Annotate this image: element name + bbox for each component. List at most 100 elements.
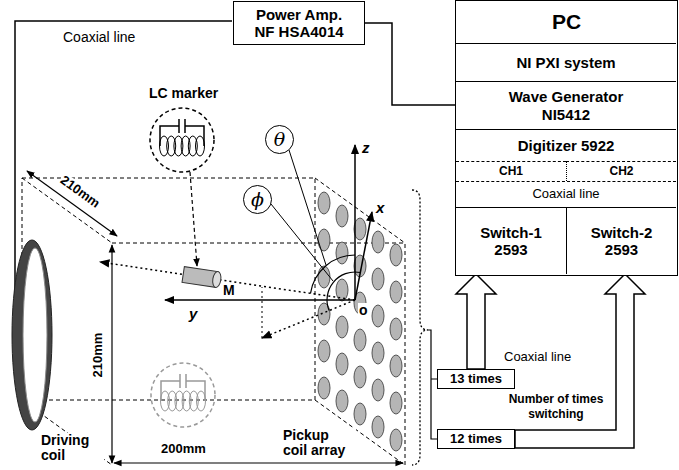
dimension-label: 200mm [160, 442, 207, 456]
pickup-coil [372, 305, 384, 327]
box-text: NI PXI system [516, 54, 615, 71]
measurement-volume [22, 178, 405, 465]
pickup-coil [390, 281, 402, 303]
note-label: Number of times switching [500, 392, 612, 422]
coaxial-cable [15, 21, 232, 300]
box-text: 2593 [494, 241, 527, 258]
box-text: NF HSA4014 [254, 23, 343, 40]
box-edge [112, 243, 405, 465]
origin-label: o [358, 303, 369, 318]
box-edge [22, 178, 405, 465]
pickup-coil [318, 340, 330, 362]
leader-arrow [190, 172, 197, 266]
angle-symbol: ϕ [243, 185, 272, 214]
coaxial-connector [365, 23, 456, 105]
dimension-line [111, 245, 112, 463]
part-label: Pickup coil array [282, 428, 356, 458]
switch-cell: Switch-22593 [566, 207, 676, 274]
box-text: 13 times [450, 372, 502, 387]
box-text: ϕ [251, 189, 264, 211]
pickup-coil-array [318, 192, 402, 451]
pickup-coil [336, 353, 348, 375]
moment-vector [100, 262, 355, 300]
computer-box: PC NI PXI systemWave GeneratorNI5412Digit… [455, 0, 678, 276]
module-band: Wave GeneratorNI5412 [456, 81, 676, 129]
marker-cylinder [182, 267, 222, 288]
box-text: Switch-2 [591, 224, 653, 241]
z-axis [354, 145, 356, 300]
dimension-label: 210mm [57, 173, 103, 212]
driving-coil [12, 240, 52, 430]
pickup-coil [372, 231, 384, 253]
pickup-coil [336, 316, 348, 338]
pickup-coil [336, 279, 348, 301]
vector-label: M [222, 283, 236, 298]
cable-label: Coaxial line [503, 350, 572, 364]
leader-line [271, 204, 333, 281]
dimension-line [114, 462, 403, 463]
box-text: Coaxial line [532, 187, 599, 202]
amplifier-box: Power Amp.NF HSA4014 [233, 1, 365, 45]
projection-line [262, 287, 263, 338]
box-text: θ [274, 129, 285, 151]
x-axis [355, 212, 372, 300]
dimension-line [27, 171, 117, 236]
pickup-coil [318, 192, 330, 214]
phi-arc [327, 272, 360, 311]
channel-cell: CH1 [456, 161, 566, 181]
pickup-coil [390, 429, 402, 451]
module-band: NI PXI system [456, 43, 676, 81]
leader-line [289, 150, 326, 265]
pickup-coil [390, 392, 402, 414]
pickup-coil [336, 205, 348, 227]
pickup-coil [318, 377, 330, 399]
pickup-coil [372, 416, 384, 438]
pickup-coil [336, 242, 348, 264]
pickup-coil [390, 244, 402, 266]
signal-wire [428, 330, 437, 439]
angle-symbol: θ [265, 125, 294, 154]
dimension-lines [27, 171, 403, 463]
pickup-coil [354, 403, 366, 425]
pickup-coil [354, 329, 366, 351]
pickup-coil [318, 229, 330, 251]
box-text: 12 times [450, 432, 502, 447]
pickup-coil [372, 379, 384, 401]
cylinder-end [212, 271, 222, 288]
cable-label: Coaxial line [62, 30, 136, 45]
count-box: 13 times [437, 369, 515, 389]
box-text: Power Amp. [256, 6, 342, 23]
pickup-coil [390, 355, 402, 377]
array-brace [412, 190, 428, 465]
box-text: Switch-1 [480, 224, 542, 241]
driving-coil-inner [23, 248, 47, 422]
pickup-coil [354, 366, 366, 388]
pickup-coil [372, 342, 384, 364]
lc-marker-ghost [151, 363, 215, 427]
axis-label: y [188, 306, 198, 323]
pickup-coil [336, 390, 348, 412]
dimension-label: 210mm [91, 332, 105, 379]
module-band: Digitizer 5922 [456, 129, 676, 161]
switching-arrow [456, 274, 496, 369]
box-text: Digitizer 5922 [518, 137, 615, 154]
part-label: LC marker [148, 86, 219, 101]
channel-cell: CH2 [566, 161, 676, 181]
axis-label: z [361, 140, 371, 157]
pickup-coil [372, 268, 384, 290]
box-text: CH2 [609, 165, 633, 179]
lc-marker [150, 108, 214, 172]
box-text: PC [456, 1, 677, 43]
pickup-coil [390, 318, 402, 340]
box-text: NI5412 [542, 106, 590, 123]
box-text: CH1 [499, 165, 523, 179]
pickup-coil [354, 218, 366, 240]
part-label: Driving coil [40, 433, 104, 463]
box-text: 2593 [605, 241, 638, 258]
count-box: 12 times [437, 429, 515, 449]
box-text: Wave Generator [509, 88, 624, 105]
switch-cell: Switch-12593 [456, 207, 566, 274]
axis-label: x [375, 200, 385, 217]
